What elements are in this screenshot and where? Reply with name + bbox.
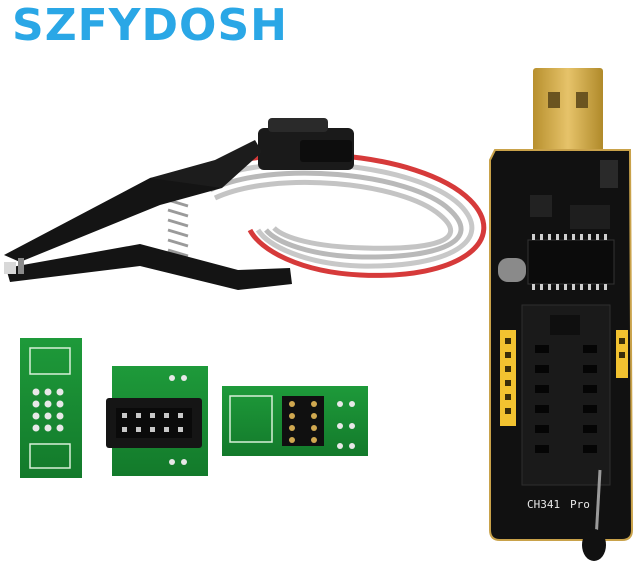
brand-watermark: SZFYDOSH <box>12 0 288 51</box>
idc-adapter-board <box>106 366 208 476</box>
crystal-oscillator <box>498 258 526 282</box>
zif-lever[interactable] <box>594 469 602 541</box>
ribbon-cable <box>198 118 487 278</box>
ch341-chip <box>527 239 615 285</box>
model-silkscreen: CH341 <box>527 498 560 511</box>
ch341-programmer: CH341 Pro <box>489 68 634 561</box>
clip-spring <box>167 198 189 258</box>
dip-socket <box>282 396 324 446</box>
soic-adapter-board <box>20 338 82 478</box>
variant-silkscreen: Pro <box>570 498 590 511</box>
pin-header-left <box>500 330 516 426</box>
zif-lever-knob[interactable] <box>582 529 606 561</box>
dip-adapter-board <box>222 386 368 456</box>
soic-test-clip <box>4 140 292 290</box>
